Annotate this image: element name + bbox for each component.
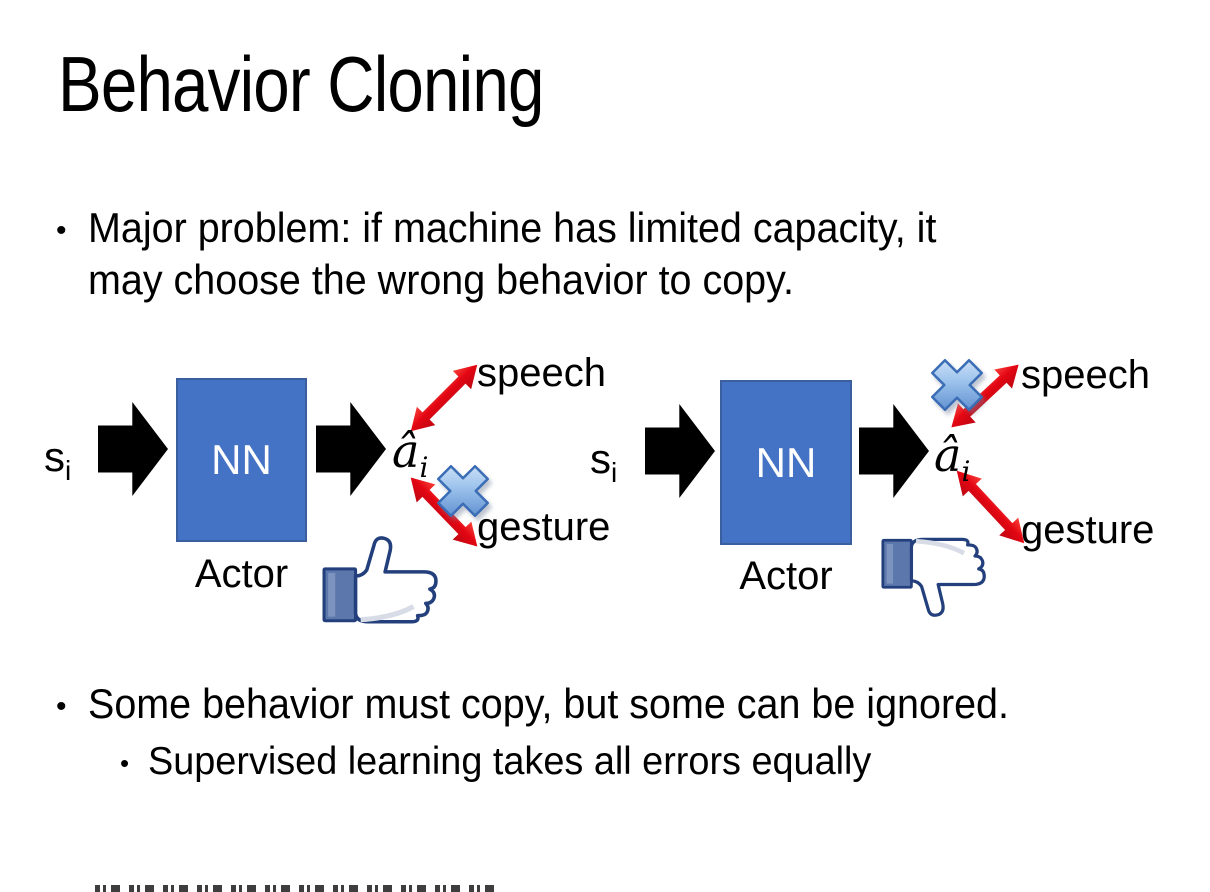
bullet-major-problem: Major problem: if machine has limited ca… [88, 202, 936, 306]
bullet-supervised: Supervised learning takes all errors equ… [148, 740, 872, 783]
double-arrow-icon [400, 467, 488, 557]
bullet-some-behavior: Some behavior must copy, but some can be… [88, 680, 1009, 727]
double-arrow-icon [941, 354, 1029, 439]
state-label: si [44, 433, 72, 486]
bullet-marker: • [56, 690, 67, 723]
state-label: si [590, 435, 618, 488]
nn-label: NN [755, 438, 817, 486]
block-arrow-icon [645, 404, 715, 498]
block-arrow-icon [98, 402, 168, 496]
cross-icon [431, 459, 495, 523]
double-arrow-icon [400, 354, 488, 442]
block-arrow-icon [316, 402, 386, 496]
double-arrow-icon [946, 461, 1035, 554]
clipped-text-line [95, 885, 495, 892]
slide-title: Behavior Cloning [58, 40, 544, 128]
bullet-line: Major problem: if machine has limited ca… [88, 204, 937, 251]
bullet-marker: • [120, 748, 130, 778]
nn-box: NN [176, 378, 307, 542]
thumbs-up-icon [322, 531, 439, 625]
actor-caption: Actor [194, 552, 289, 596]
thumbs-down-icon [881, 533, 987, 625]
action-label: âi [934, 428, 971, 488]
speech-label: speech [477, 351, 606, 395]
block-arrow-icon [859, 404, 929, 498]
bullet-marker: • [56, 214, 67, 247]
gesture-label: gesture [1021, 508, 1155, 552]
nn-label: NN [211, 436, 272, 483]
gesture-label: gesture [477, 505, 611, 549]
speech-label: speech [1021, 353, 1150, 397]
nn-box: NN [720, 380, 852, 545]
bullet-line: may choose the wrong behavior to copy. [88, 256, 794, 303]
actor-caption: Actor [739, 554, 833, 598]
action-label: âi [392, 424, 429, 484]
cross-icon [925, 353, 989, 417]
